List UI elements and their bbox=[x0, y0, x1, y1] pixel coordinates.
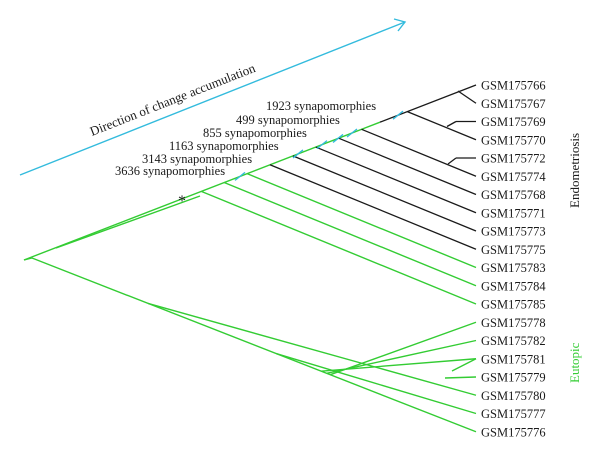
leaf-label: GSM175780 bbox=[481, 389, 546, 403]
leaf-label: GSM175782 bbox=[481, 334, 546, 348]
synapomorphy-label-2: 499 synapomorphies bbox=[236, 113, 340, 127]
branch-3 bbox=[407, 110, 477, 141]
synapomorphy-label-1: 1923 synapomorphies bbox=[266, 99, 376, 113]
leaf-label: GSM175783 bbox=[481, 261, 546, 275]
branch-6 bbox=[338, 137, 477, 196]
low-spine bbox=[31, 257, 477, 433]
synapomorphy-tick bbox=[234, 171, 246, 181]
branch-18 bbox=[275, 352, 477, 415]
direction-arrow-head bbox=[393, 18, 407, 32]
spine-endometriosis bbox=[379, 84, 477, 123]
branch-15 bbox=[321, 358, 477, 372]
branch-11 bbox=[223, 181, 477, 287]
leaf-label: GSM175775 bbox=[481, 243, 546, 257]
branch-10 bbox=[246, 172, 477, 269]
leaf-label: GSM175770 bbox=[481, 133, 546, 147]
leaf-label: GSM175781 bbox=[481, 352, 546, 366]
branch-7 bbox=[315, 146, 477, 214]
direction-arrow-line bbox=[19, 21, 406, 176]
synapomorphy-label-6: 3636 synapomorphies bbox=[115, 164, 225, 178]
synapomorphy-label-3: 855 synapomorphies bbox=[203, 126, 307, 140]
leaf-label: GSM175772 bbox=[481, 152, 546, 166]
branch-15b bbox=[451, 358, 477, 372]
branch-8 bbox=[292, 155, 477, 232]
branch-17 bbox=[147, 302, 477, 396]
eutopic-branches bbox=[23, 121, 477, 433]
synapomorphy-tick bbox=[292, 149, 304, 159]
low-stem bbox=[23, 257, 33, 261]
synapomorphy-tick bbox=[316, 140, 328, 150]
leaf-label: GSM175778 bbox=[481, 316, 546, 330]
leaf-label: GSM175784 bbox=[481, 279, 546, 293]
leaf-label: GSM175774 bbox=[481, 170, 546, 184]
branch-5 bbox=[361, 128, 477, 177]
leaf-label: GSM175771 bbox=[481, 206, 546, 220]
branch-13 bbox=[330, 321, 477, 376]
leaf-label: GSM175766 bbox=[481, 79, 546, 93]
synapomorphy-tick bbox=[346, 128, 358, 138]
group-label-endometriosis: Endometriosis bbox=[567, 133, 582, 208]
synapomorphy-label-5: 3143 synapomorphies bbox=[142, 152, 252, 166]
leaf-labels: GSM175766GSM175767GSM175769GSM175770GSM1… bbox=[481, 79, 546, 440]
mid-stem bbox=[55, 195, 201, 249]
leaf-label: GSM175769 bbox=[481, 115, 546, 129]
leaf-label: GSM175776 bbox=[481, 425, 546, 439]
synapomorphy-tick bbox=[392, 110, 404, 120]
synapomorphy-tick bbox=[332, 133, 344, 143]
leaf-label: GSM175785 bbox=[481, 298, 546, 312]
leaf-label: GSM175768 bbox=[481, 188, 546, 202]
leaf-label: GSM175779 bbox=[481, 371, 546, 385]
branch-4b bbox=[447, 157, 457, 165]
branch-16 bbox=[444, 376, 477, 379]
branch-2b bbox=[446, 120, 457, 128]
branch-14 bbox=[326, 339, 477, 375]
branch-12 bbox=[201, 190, 477, 305]
group-label-eutopic: Eutopic bbox=[567, 342, 582, 383]
synapomorphy-ticks bbox=[234, 110, 404, 181]
synapomorphy-label-4: 1163 synapomorphies bbox=[169, 139, 279, 153]
leaf-label: GSM175777 bbox=[481, 407, 546, 421]
synapomorphy-labels: 1923 synapomorphies 499 synapomorphies 8… bbox=[115, 99, 376, 178]
leaf-label: GSM175767 bbox=[481, 97, 546, 111]
leaf-label: GSM175773 bbox=[481, 225, 546, 239]
branch-1 bbox=[457, 90, 477, 104]
branch-9 bbox=[269, 164, 477, 250]
asterisk-marker: * bbox=[178, 193, 186, 210]
